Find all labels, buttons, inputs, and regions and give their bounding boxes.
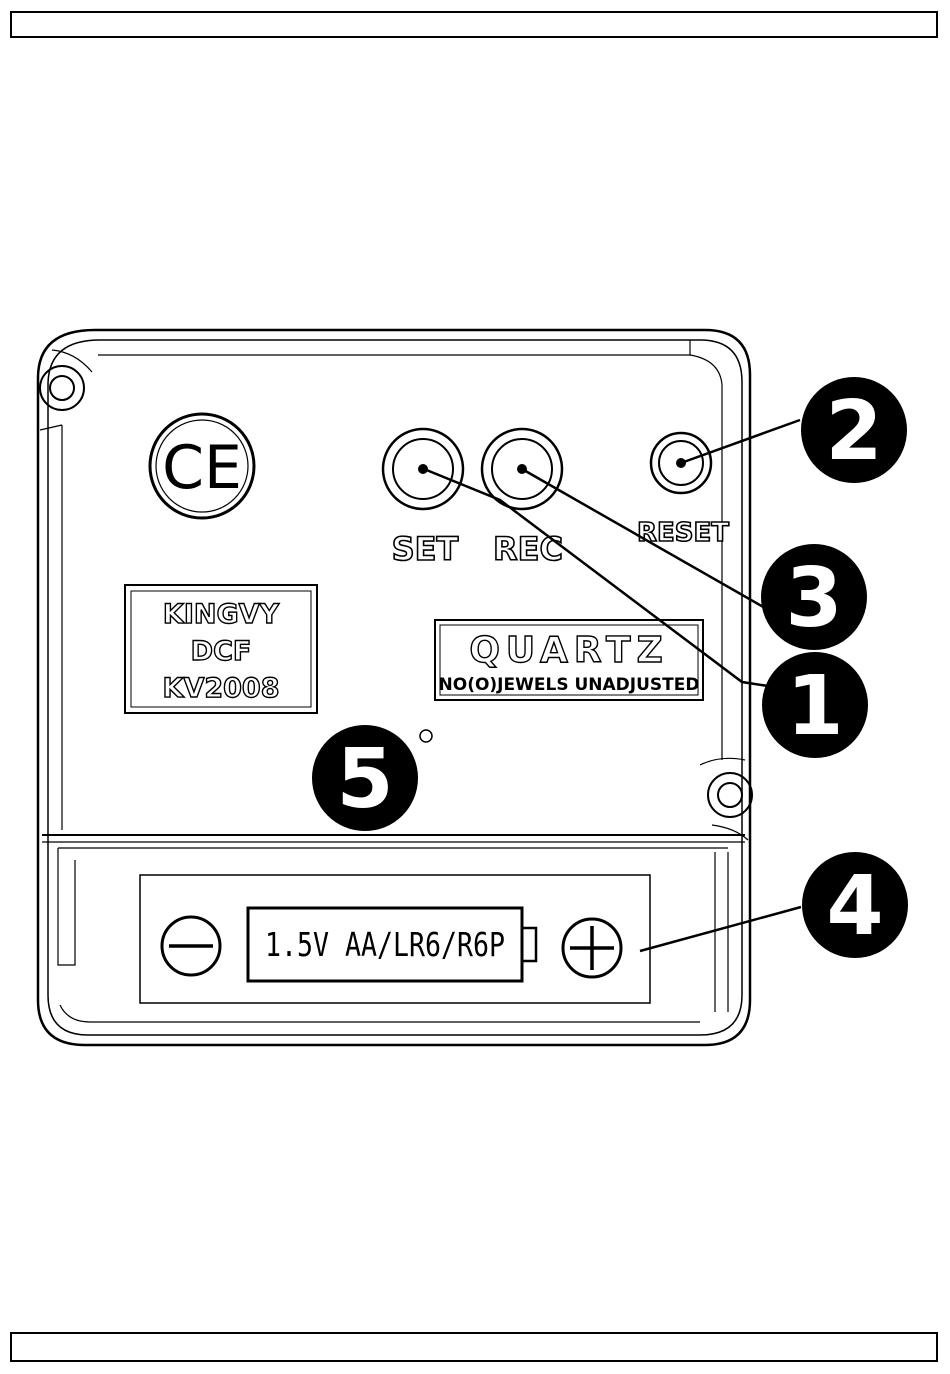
callout-5-number: 5 bbox=[336, 732, 393, 827]
leader-2 bbox=[681, 420, 800, 463]
set-button[interactable] bbox=[383, 429, 463, 509]
callout-5: 5 bbox=[312, 725, 418, 831]
quartz-plate: QUARTZ NO(O)JEWELS UNADJUSTED bbox=[435, 620, 703, 700]
callout-4-number: 4 bbox=[826, 859, 883, 954]
ce-mark-icon: CE bbox=[150, 414, 254, 518]
callout-3-number: 3 bbox=[785, 551, 842, 646]
callout-2-number: 2 bbox=[825, 384, 882, 479]
quartz-subtitle: NO(O)JEWELS UNADJUSTED bbox=[439, 675, 700, 695]
leader-4 bbox=[640, 907, 801, 951]
model-plate-line2: DCF bbox=[191, 636, 252, 667]
callout-1: 1 bbox=[762, 652, 868, 758]
battery-spec-label: 1.5V AA/LR6/R6P bbox=[265, 925, 505, 964]
antenna-hole bbox=[420, 730, 432, 742]
set-button-label: SET bbox=[392, 530, 459, 568]
minus-circle-icon bbox=[162, 917, 220, 975]
rec-button-label: REC bbox=[493, 530, 563, 568]
battery-compartment: 1.5V AA/LR6/R6P bbox=[140, 875, 650, 1003]
model-plate-line1: KINGVY bbox=[163, 599, 280, 630]
model-plate: KINGVY DCF KV2008 bbox=[125, 585, 317, 713]
plus-circle-icon bbox=[563, 919, 621, 977]
callout-4: 4 bbox=[802, 852, 908, 958]
callout-3: 3 bbox=[761, 544, 867, 650]
callout-1-number: 1 bbox=[786, 659, 843, 754]
quartz-title: QUARTZ bbox=[469, 630, 668, 671]
ce-mark-text: CE bbox=[162, 433, 242, 503]
battery-terminal bbox=[522, 928, 536, 961]
callout-2: 2 bbox=[801, 377, 907, 483]
model-plate-line3: KV2008 bbox=[163, 673, 280, 704]
